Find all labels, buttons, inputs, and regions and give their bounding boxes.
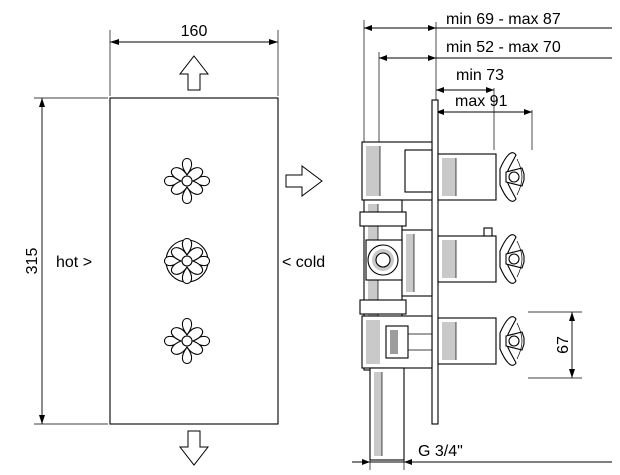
hot-label: hot > [56, 254, 92, 271]
width-label: 160 [181, 23, 208, 40]
thread-label: G 3/4" [418, 443, 463, 460]
dim-label-2: min 52 - max 70 [446, 39, 561, 56]
down-arrow-icon [178, 430, 210, 466]
spacing-label: 67 [555, 336, 572, 354]
middle-handle [163, 237, 211, 285]
up-arrow-icon [178, 55, 210, 91]
upper-side-handle [499, 152, 525, 202]
middle-side-handle [499, 234, 525, 284]
lower-side-handle [499, 316, 525, 366]
front-view: 160 315 hot > < cold [24, 23, 325, 466]
dim-label-4: max 91 [455, 93, 508, 110]
side-view: min 69 - max 87 min 52 - max 70 min 73 m… [352, 11, 612, 470]
height-label: 315 [24, 248, 41, 275]
dim-label-3: min 73 [456, 67, 504, 84]
side-plate [431, 99, 439, 425]
dim-label-1: min 69 - max 87 [446, 11, 561, 28]
cold-label: < cold [282, 254, 325, 271]
view-direction-arrow-icon [285, 165, 323, 197]
